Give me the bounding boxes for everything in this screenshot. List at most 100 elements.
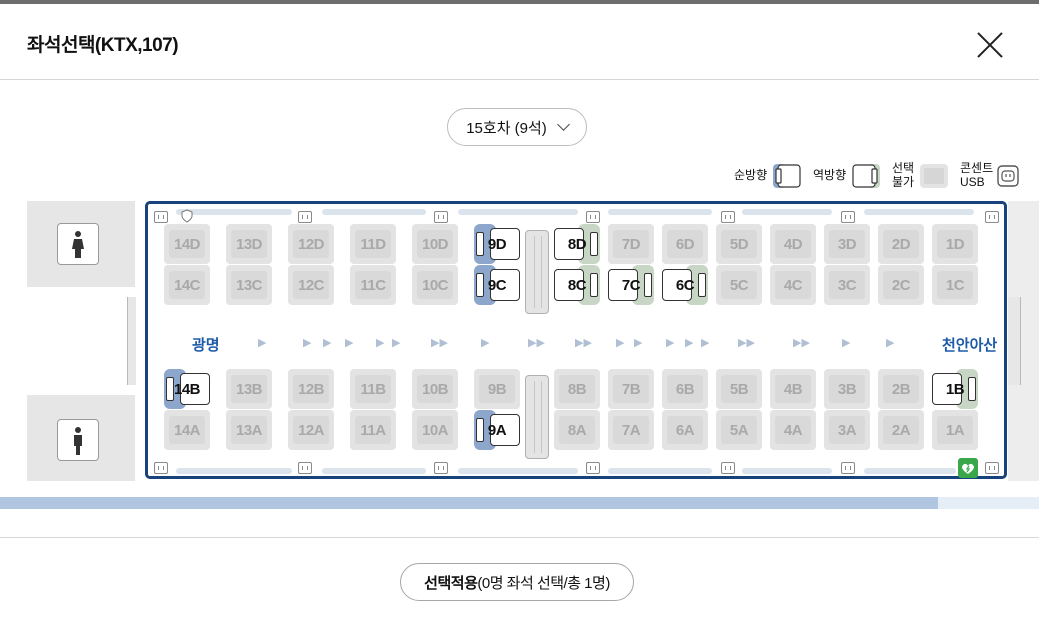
seat-label: 14D <box>173 235 201 253</box>
direction-arrow-icon: ▶ <box>616 337 625 349</box>
seat-14b[interactable]: 14B <box>164 369 210 409</box>
chevron-down-icon <box>556 118 570 131</box>
seat-7c[interactable]: 7C <box>608 265 654 305</box>
direction-arrow-icon: ▶▶ <box>793 337 810 349</box>
seat-12d: 12D <box>288 224 334 264</box>
car-select-dropdown[interactable]: 15호차 (9석) <box>447 108 587 146</box>
outlet-icon <box>298 211 312 223</box>
seat-label: 13D <box>235 235 263 253</box>
seat-label: 12B <box>297 380 325 398</box>
outlet-icon <box>721 211 735 223</box>
seat-14c: 14C <box>164 265 210 305</box>
seat-10a: 10A <box>412 410 458 450</box>
seat-9a[interactable]: 9A <box>474 410 520 450</box>
seat-label: 6B <box>675 380 695 398</box>
seat-label: 14C <box>173 276 201 294</box>
car-select-label: 15호차 (9석) <box>466 119 547 137</box>
seat-label: 10A <box>421 421 449 439</box>
seat-11c: 11C <box>350 265 396 305</box>
seat-6b: 6B <box>662 369 708 409</box>
seat-label: 10B <box>421 380 449 398</box>
seat-8d[interactable]: 8D <box>554 224 600 264</box>
seat-12b: 12B <box>288 369 334 409</box>
seat-6c[interactable]: 6C <box>662 265 708 305</box>
seat-3b: 3B <box>824 369 870 409</box>
direction-arrow-icon: ▶ <box>345 337 354 349</box>
seat-13b: 13B <box>226 369 272 409</box>
seat-label: 1C <box>945 276 965 294</box>
seat-label: 10D <box>421 235 449 253</box>
seat-label: 2C <box>891 276 911 294</box>
seat-label: 5C <box>729 276 749 294</box>
seat-label: 13B <box>235 380 263 398</box>
seat-1b[interactable]: 1B <box>932 369 978 409</box>
legend-outlet-label: 콘센트 USB <box>960 161 994 189</box>
seat-label: 11B <box>360 380 386 398</box>
seat-label: 3C <box>837 276 857 294</box>
seat-label: 9D <box>487 235 507 253</box>
seat-8c[interactable]: 8C <box>554 265 600 305</box>
seat-10d: 10D <box>412 224 458 264</box>
legend-backward-label: 역방향 <box>813 168 847 182</box>
seat-label: 11C <box>360 276 386 294</box>
seat-label: 4B <box>783 380 803 398</box>
scroll-progress[interactable] <box>0 497 1039 509</box>
seat-7d: 7D <box>608 224 654 264</box>
seat-label: 8B <box>567 380 587 398</box>
seat-6d: 6D <box>662 224 708 264</box>
direction-arrow-icon: ▶ <box>303 337 312 349</box>
outlet-icon <box>841 462 855 474</box>
wall-strip <box>322 468 426 474</box>
direction-arrow-icon: ▶ <box>701 337 710 349</box>
seat-label: 14B <box>173 380 201 398</box>
outlet-icon <box>586 462 600 474</box>
wall-strip <box>458 468 578 474</box>
seat-label: 3D <box>837 235 857 253</box>
wall-strip <box>176 468 292 474</box>
seat-9c[interactable]: 9C <box>474 265 520 305</box>
modal-header: 좌석선택(KTX,107) <box>0 4 1039 80</box>
direction-arrow-icon: ▶ <box>666 337 675 349</box>
seat-label: 7C <box>621 276 641 294</box>
restroom-men-icon[interactable] <box>57 419 99 461</box>
seat-label: 5B <box>729 380 749 398</box>
seat-12c: 12C <box>288 265 334 305</box>
seat-label: 4C <box>783 276 803 294</box>
outlet-icon <box>298 462 312 474</box>
direction-arrow-icon: ▶ <box>685 337 694 349</box>
seat-11a: 11A <box>350 410 396 450</box>
direction-arrow-icon: ▶▶ <box>738 337 755 349</box>
seat-7a: 7A <box>608 410 654 450</box>
apply-selection-button[interactable]: 선택적용(0명 좌석 선택/총 1명) <box>400 563 634 601</box>
seat-8a: 8A <box>554 410 600 450</box>
table <box>525 230 549 314</box>
wall-strip <box>322 209 426 215</box>
direction-arrow-icon: ▶ <box>481 337 490 349</box>
seat-label: 13C <box>235 276 263 294</box>
aed-icon <box>958 458 978 478</box>
backward-seat-icon <box>852 164 880 188</box>
wall-strip <box>608 209 712 215</box>
direction-arrow-icon: ▶ <box>323 337 332 349</box>
seat-label: 12D <box>297 235 325 253</box>
seat-label: 9A <box>487 421 507 439</box>
wall-strip <box>742 209 832 215</box>
seat-9d[interactable]: 9D <box>474 224 520 264</box>
seat-label: 9B <box>487 380 507 398</box>
close-icon[interactable] <box>975 30 1005 60</box>
footer-divider <box>0 537 1039 538</box>
seat-13c: 13C <box>226 265 272 305</box>
table <box>525 375 549 459</box>
seat-label: 13A <box>235 421 263 439</box>
seat-4d: 4D <box>770 224 816 264</box>
seat-1a: 1A <box>932 410 978 450</box>
safety-shield-icon <box>181 209 193 223</box>
outlet-icon <box>985 211 999 223</box>
seat-label: 8A <box>567 421 587 439</box>
scroll-progress-fill <box>0 497 939 509</box>
direction-arrow-icon: ▶ <box>634 337 643 349</box>
seat-5c: 5C <box>716 265 762 305</box>
seat-3d: 3D <box>824 224 870 264</box>
direction-arrow-icon: ▶▶ <box>528 337 545 349</box>
restroom-women-icon[interactable] <box>57 223 99 265</box>
